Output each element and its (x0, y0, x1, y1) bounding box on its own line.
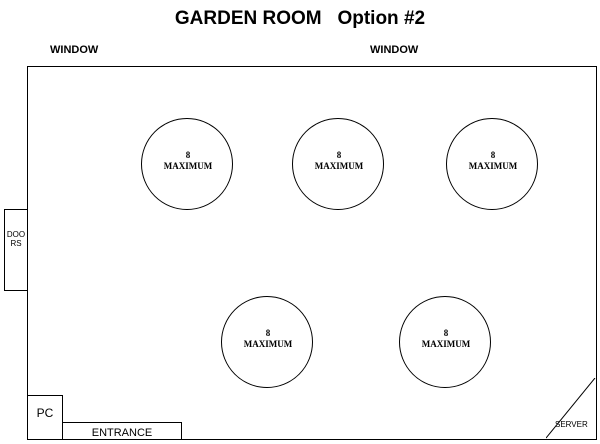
table-capacity: 8 (490, 150, 496, 160)
table-3: 8 MAXIMUM (446, 118, 538, 210)
server-corner-line (546, 378, 596, 439)
table-4: 8 MAXIMUM (221, 296, 313, 388)
table-label: MAXIMUM (163, 161, 213, 171)
window-label-right: WINDOW (370, 44, 419, 56)
pc-station: PC (27, 395, 63, 440)
pc-label: PC (36, 406, 54, 420)
table-label: MAXIMUM (468, 161, 518, 171)
table-label: MAXIMUM (243, 339, 293, 349)
table-capacity: 8 (265, 328, 271, 338)
table-capacity: 8 (443, 328, 449, 338)
doors-label: DOORS (6, 230, 26, 248)
table-label: MAXIMUM (314, 161, 364, 171)
entrance-label: ENTRANCE (91, 427, 153, 439)
entrance: ENTRANCE (62, 422, 182, 439)
table-capacity: 8 (185, 150, 191, 160)
page-title: GARDEN ROOM Option #2 (174, 8, 426, 29)
table-5: 8 MAXIMUM (399, 296, 491, 388)
window-label-left: WINDOW (50, 44, 99, 56)
doors: DOORS (4, 209, 28, 291)
table-2: 8 MAXIMUM (292, 118, 384, 210)
table-capacity: 8 (336, 150, 342, 160)
table-label: MAXIMUM (421, 339, 471, 349)
server-label: SERVER (555, 420, 588, 429)
table-1: 8 MAXIMUM (141, 118, 233, 210)
